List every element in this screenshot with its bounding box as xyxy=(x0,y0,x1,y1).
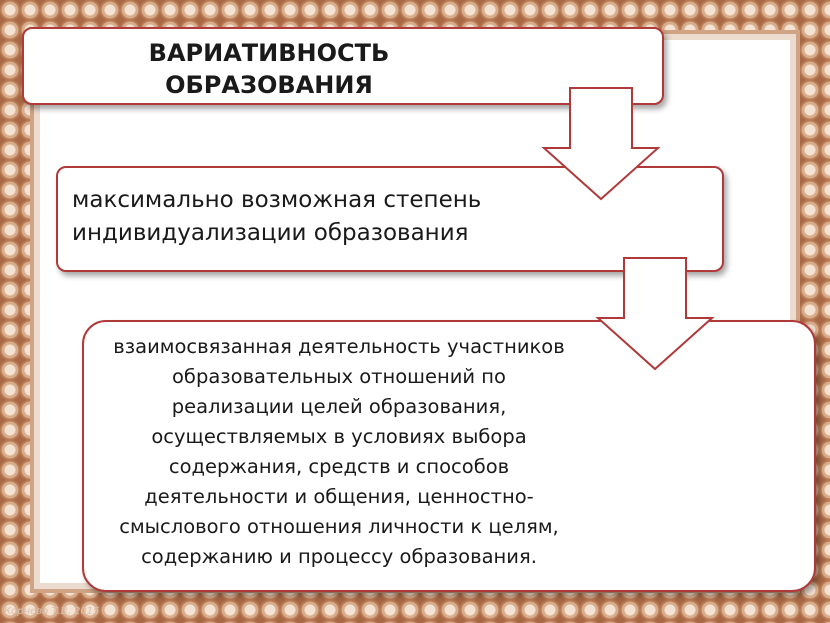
text-line: осуществляемых в условиях выбора xyxy=(151,425,527,448)
individualization-text: максимально возможная степень индивидуал… xyxy=(72,184,712,250)
down-arrow-icon xyxy=(595,257,715,371)
definition-text: взаимосвязанная деятельность участников … xyxy=(84,332,594,572)
text-line: смыслового отношения личности к целям, xyxy=(119,515,559,538)
title-line: ВАРИАТИВНОСТЬ xyxy=(148,39,390,67)
text-line: содержания, средств и способов xyxy=(168,455,510,478)
text-line: реализации целей образования, xyxy=(171,395,507,418)
individualization-box: максимально возможная степень индивидуал… xyxy=(56,166,724,272)
text-line: образовательных отношений по xyxy=(171,365,506,388)
definition-box: взаимосвязанная деятельность участников … xyxy=(82,320,816,592)
title-text: ВАРИАТИВНОСТЬ ОБРАЗОВАНИЯ xyxy=(24,37,514,101)
down-arrow-icon xyxy=(541,87,661,201)
text-line: индивидуализации образования xyxy=(72,220,469,246)
text-line: взаимосвязанная деятельность участников xyxy=(113,335,565,358)
title-box: ВАРИАТИВНОСТЬ ОБРАЗОВАНИЯ xyxy=(22,27,664,105)
watermark-text: Корнева Т.В. 2015 xyxy=(4,606,100,617)
text-line: содержанию и процессу образования. xyxy=(141,545,537,568)
title-line: ОБРАЗОВАНИЯ xyxy=(165,71,373,99)
text-line: максимально возможная степень xyxy=(72,187,482,213)
text-line: деятельности и общения, ценностно- xyxy=(144,485,534,508)
